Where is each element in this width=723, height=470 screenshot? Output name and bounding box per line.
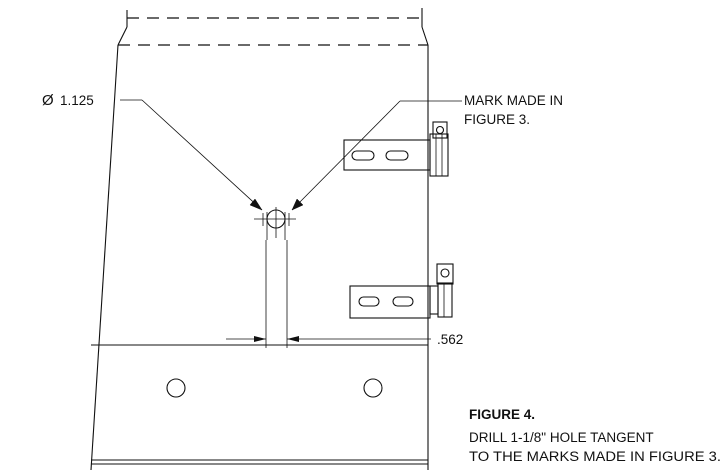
caption-line-2: TO THE MARKS MADE IN FIGURE 3. xyxy=(469,449,721,464)
offset-value: .562 xyxy=(437,332,463,347)
bottom-rail xyxy=(91,344,428,465)
panel-outline xyxy=(90,8,429,470)
upper-hinge-bracket xyxy=(343,121,449,177)
rail-hole-left xyxy=(166,378,186,398)
diameter-symbol: Ø xyxy=(42,92,54,109)
callout-line-1: MARK MADE IN xyxy=(464,93,563,108)
callout-line-2: FIGURE 3. xyxy=(464,112,530,127)
offset-dimension xyxy=(226,240,431,348)
drill-hole xyxy=(254,207,296,240)
caption-line-1: DRILL 1-1/8" HOLE TANGENT xyxy=(469,430,654,445)
figure-title: FIGURE 4. xyxy=(469,407,535,422)
diameter-value: 1.125 xyxy=(60,93,94,108)
lower-hinge-bracket xyxy=(349,263,454,319)
leader-lines xyxy=(120,99,462,211)
rail-hole-right xyxy=(363,378,383,398)
